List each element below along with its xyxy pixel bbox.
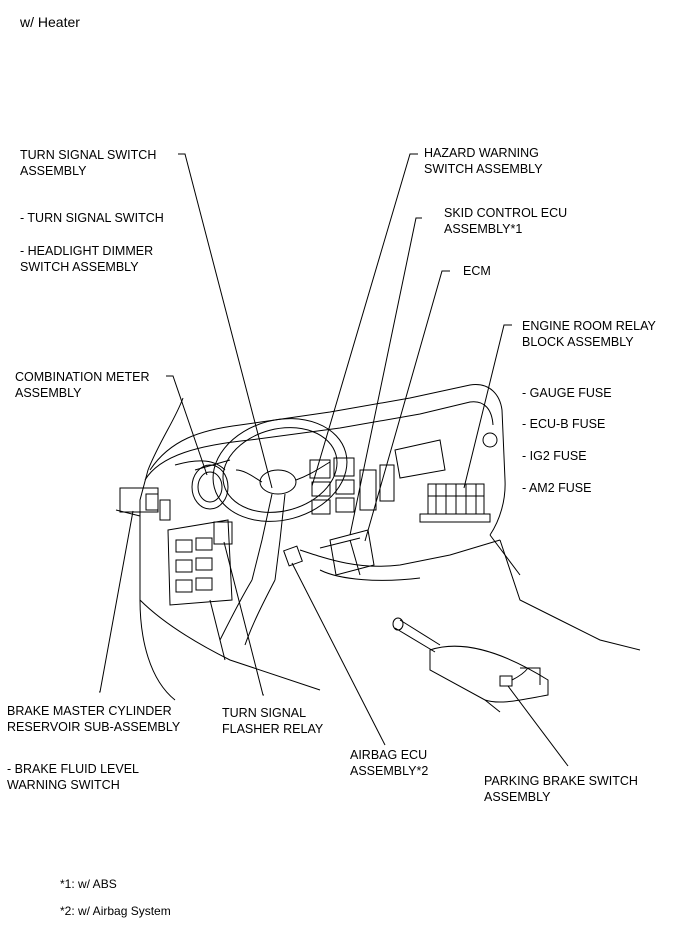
label-airbag-ecu: AIRBAG ECU ASSEMBLY*2 [350, 748, 429, 778]
label-engine-room-relay-block: ENGINE ROOM RELAY BLOCK ASSEMBLY [522, 319, 656, 349]
label-brake-fluid-level: - BRAKE FLUID LEVEL WARNING SWITCH [7, 762, 139, 792]
relay-block-drawing [419, 483, 491, 523]
label-hazard-warning-switch: HAZARD WARNING SWITCH ASSEMBLY [424, 146, 543, 176]
label-am2-fuse: - AM2 FUSE [522, 481, 592, 495]
steering-wheel [212, 418, 348, 646]
footnote-airbag: *2: w/ Airbag System [60, 904, 171, 918]
label-ecu-b-fuse: - ECU-B FUSE [522, 417, 606, 431]
center-stack [309, 432, 498, 515]
label-combination-meter: COMBINATION METER ASSEMBLY [15, 370, 150, 400]
label-ig2-fuse: - IG2 FUSE [522, 449, 587, 463]
flasher-relay-drawing [213, 521, 233, 545]
diagram-title: w/ Heater [20, 14, 80, 30]
label-turn-signal-flasher: TURN SIGNAL FLASHER RELAY [222, 706, 324, 736]
ecm-drawing [319, 529, 375, 576]
label-parking-brake-switch: PARKING BRAKE SWITCH ASSEMBLY [484, 774, 638, 804]
label-skid-control-ecu: SKID CONTROL ECU ASSEMBLY*1 [444, 206, 568, 236]
label-turn-signal-switch-assembly: TURN SIGNAL SWITCH ASSEMBLY [20, 148, 157, 178]
label-ecm: ECM [463, 264, 491, 278]
airbag-ecu-drawing [283, 545, 303, 567]
label-turn-signal-switch: - TURN SIGNAL SWITCH [20, 211, 164, 225]
left-switch-panel [167, 519, 233, 606]
parking-brake-drawing [392, 617, 549, 713]
combination-meter-drawing [191, 459, 231, 510]
label-gauge-fuse: - GAUGE FUSE [522, 386, 612, 400]
leader-lines [99, 153, 569, 767]
label-headlight-dimmer-switch: - HEADLIGHT DIMMER SWITCH ASSEMBLY [20, 244, 154, 274]
footnote-abs: *1: w/ ABS [60, 877, 117, 891]
brake-reservoir-drawing [115, 487, 171, 521]
label-brake-master-cylinder: BRAKE MASTER CYLINDER RESERVOIR SUB-ASSE… [7, 704, 181, 734]
